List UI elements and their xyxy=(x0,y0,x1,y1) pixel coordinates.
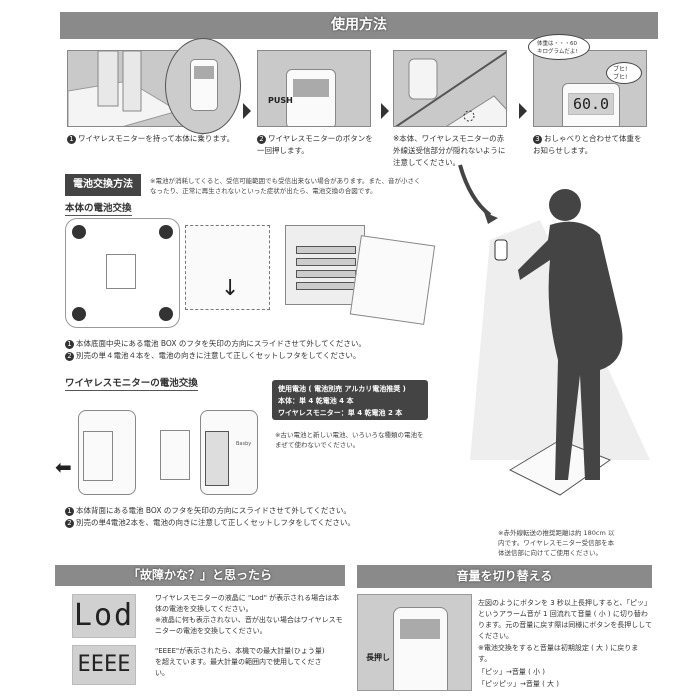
step-number: 3 xyxy=(533,135,542,144)
battery-spec-box: 使用電池 ( 電池別売 アルカリ電池推奨 ) 本体：単 4 乾電池 4 本 ワイ… xyxy=(272,380,428,420)
volume-mode-small: 「ピッ」→音量 ( 小 ) xyxy=(478,668,546,676)
eeee-display: EEEE xyxy=(72,645,136,685)
volume-mode-large: 「ピッピッ」→音量 ( 大 ) xyxy=(478,680,560,688)
long-press-label: 長押し xyxy=(366,653,390,662)
step-text: ワイヤレスモニターのボタンを一回押します。 xyxy=(257,134,373,155)
step-text: 本体背面にある電池 BOX のフタを矢印の方向にスライドさせて外してください。 xyxy=(76,506,351,515)
note-mark: ※ xyxy=(393,134,400,143)
monitor-cover-illustration xyxy=(160,430,190,480)
step-ir-illustration xyxy=(393,50,507,127)
next-arrow-icon xyxy=(519,103,527,119)
step-number: 1 xyxy=(67,135,76,144)
spec-line: 使用電池 ( 電池別売 アルカリ電池推奨 ) xyxy=(278,385,406,393)
battery-lid-illustration xyxy=(349,235,436,325)
person-weighing-illustration xyxy=(458,164,650,496)
battery-compartment-illustration xyxy=(285,225,365,305)
step2-illustration: PUSH xyxy=(257,50,371,127)
step-number: 2 xyxy=(257,135,266,144)
monitor-open-illustration: Basby xyxy=(200,410,258,495)
battery-cover-illustration: ↓ xyxy=(185,225,270,310)
step3-illustration: 60.0 xyxy=(533,50,647,127)
brand-label: Basby xyxy=(236,441,252,447)
monitor-battery-heading: ワイヤレスモニターの電池交換 xyxy=(65,375,198,391)
speech-bubble: 体重は・・・60キログラムだよ! xyxy=(528,34,590,60)
volume-text: 左図のようにボタンを 3 秒以上長押しすると、「ピッ」というアラーム音が 1 回… xyxy=(478,599,653,640)
weight-display: 60.0 xyxy=(568,93,614,115)
oink-bubble: ブヒ! ブヒ! xyxy=(606,62,642,84)
next-arrow-icon xyxy=(243,103,251,119)
scale-bottom-illustration xyxy=(65,218,180,328)
ir-caption: ※本体、ワイヤレスモニターの赤外線送受信部分が隠れないように注意してください。 xyxy=(393,133,511,169)
lod-text: ワイヤレスモニターの液晶に "Lod" が表示される場合は本体の電池を交換してく… xyxy=(155,594,340,613)
monitor-back-illustration xyxy=(78,410,136,495)
step-number: 1 xyxy=(65,340,74,349)
step-number: 2 xyxy=(65,352,74,361)
battery-badge: 電池交換方法 xyxy=(65,174,141,196)
step1-illustration xyxy=(67,50,183,127)
step-text: ワイヤレスモニターを持って本体に乗ります。 xyxy=(78,134,235,143)
volume-note: ※電池交換をすると音量は初期設定 ( 大 ) に戻ります。 xyxy=(478,644,639,663)
long-press-illustration: 長押し xyxy=(357,594,472,691)
volume-header: 音量を切り替える xyxy=(357,565,652,588)
lod-note: ※液晶に何も表示されない、音が出ない場合はワイヤレスモニターの電池を交換してくだ… xyxy=(155,616,343,635)
battery-caution: ※古い電池と新しい電池、いろいろな種類の電池をまぜて使わないでください。 xyxy=(275,431,424,449)
next-arrow-icon xyxy=(381,103,389,119)
battery-note: ※電池が消耗してくると、受信可能範囲でも受信出来ない場合があります。また、音が小… xyxy=(150,177,421,195)
step-text: おしゃべりと合わせて体重をお知らせします。 xyxy=(533,134,642,155)
lod-display: Lod xyxy=(72,594,136,638)
usage-header: 使用方法 xyxy=(60,12,658,39)
step-text: 本体、ワイヤレスモニターの赤外線送受信部分が隠れないように注意してください。 xyxy=(393,134,506,167)
slide-arrow-icon: ↓ xyxy=(221,276,240,301)
trouble-header: 「故障かな？」と思ったら xyxy=(55,565,345,586)
body-battery-heading: 本体の電池交換 xyxy=(65,200,132,216)
eeee-text: "EEEE"が表示されたら、本機での最大計量(ひょう量)を超えています。最大計量… xyxy=(155,647,325,677)
step-text: 別売の単４電池４本を、電池の向きに注意して正しくセットしフタをしてください。 xyxy=(76,351,361,360)
step-number: 2 xyxy=(65,519,74,528)
step-number: 1 xyxy=(65,507,74,516)
monitor-closeup xyxy=(165,38,241,134)
spec-line: 本体：単 4 乾電池 4 本 xyxy=(278,397,354,405)
step-text: 別売の単4電池2本を、電池の向きに注意して正しくセットしフタをしてください。 xyxy=(76,518,355,527)
ir-distance-note: ※赤外線転送の推奨距離は約 180cm 以内です。ワイヤレスモニター受信部を本体… xyxy=(498,529,615,557)
spec-line: ワイヤレスモニター：単 4 乾電池 2 本 xyxy=(278,409,403,417)
slide-left-arrow-icon: ⬅ xyxy=(55,455,72,479)
push-label: PUSH xyxy=(268,96,293,105)
step-text: 本体底面中央にある電池 BOX のフタを矢印の方向にスライドさせて外してください… xyxy=(76,339,366,348)
